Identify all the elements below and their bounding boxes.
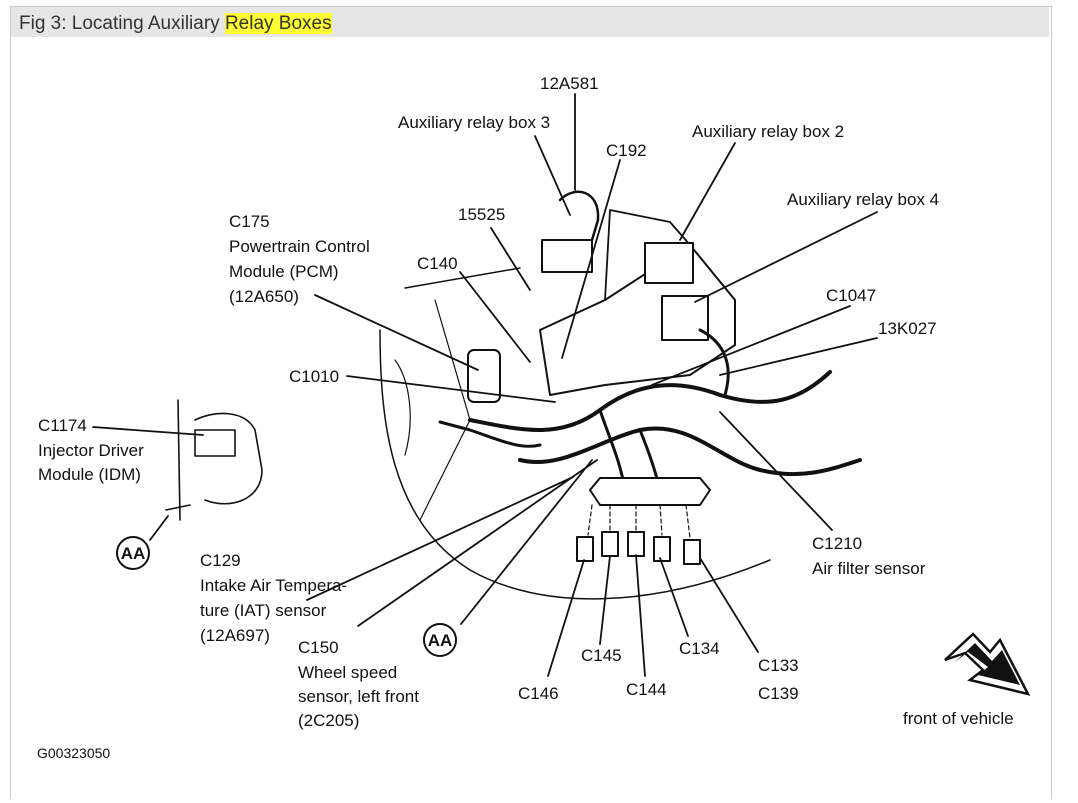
label-wheel-speed-line3: (2C205) [298,711,360,730]
aux-relay-box-4 [661,295,709,341]
figure-title: Fig 3: Locating Auxiliary Relay Boxes [19,13,332,35]
label-aux-relay-box-2: Auxiliary relay box 2 [692,122,845,141]
label-13k027: 13K027 [878,319,937,338]
body-panel [419,299,471,521]
aux-relay-box-3 [541,239,593,273]
label-c140: C140 [417,254,458,273]
label-front-of-vehicle: front of vehicle [903,709,1014,728]
label-c129: C129 [200,551,241,570]
label-pcm-line3: (12A650) [229,287,299,306]
idm-module [177,399,263,521]
fender-outline [379,267,771,600]
label-c133: C133 [758,656,799,675]
label-c145: C145 [581,646,622,665]
label-pcm-line1: Powertrain Control [229,237,370,256]
label-c139: C139 [758,684,799,703]
pcm-module [467,349,501,403]
label-iat-line1: Intake Air Tempera- [200,576,348,595]
label-wheel-speed-line1: Wheel speed [298,663,398,682]
relay-bracket [539,244,736,396]
label-c1010: C1010 [289,367,340,386]
label-12a581: 12A581 [540,74,599,93]
figure-title-prefix: Fig 3: Locating Auxiliary [19,13,225,34]
callout-aa-center: AA [423,623,457,657]
label-c175: C175 [229,212,270,231]
label-iat-line3: (12A697) [200,626,270,645]
search-highlight: Relay Boxes [224,13,332,34]
svg-text:AA: AA [428,631,453,650]
connector-bank [589,477,711,506]
wire-harness [468,370,832,432]
callout-aa-left: AA [116,536,150,570]
label-c192: C192 [606,141,647,160]
label-pcm-line2: Module (PCM) [229,262,339,281]
label-c146: C146 [518,684,559,703]
label-wheel-speed-line2: sensor, left front [298,687,419,706]
figure-frame [10,6,1052,799]
label-idm-line1: Injector Driver [38,441,144,460]
label-air-filter-sensor: Air filter sensor [812,559,926,578]
label-c1174: C1174 [38,416,87,435]
label-aux-relay-box-3: Auxiliary relay box 3 [398,113,551,132]
label-idm-line2: Module (IDM) [38,465,141,484]
label-c150: C150 [298,638,339,657]
label-c1210: C1210 [812,534,863,553]
figure-id: G00323050 [37,745,111,761]
label-c144: C144 [626,680,667,699]
label-c134: C134 [679,639,720,658]
label-iat-line2: ture (IAT) sensor [200,601,327,620]
front-of-vehicle-arrow-icon [944,632,1031,696]
figure-title-bar: Fig 3: Locating Auxiliary Relay Boxes [11,7,1049,37]
label-aux-relay-box-4: Auxiliary relay box 4 [787,190,940,209]
svg-text:AA: AA [121,544,146,563]
label-15525: 15525 [458,205,506,224]
label-c1047: C1047 [826,286,877,305]
aux-relay-box-2 [644,242,694,284]
